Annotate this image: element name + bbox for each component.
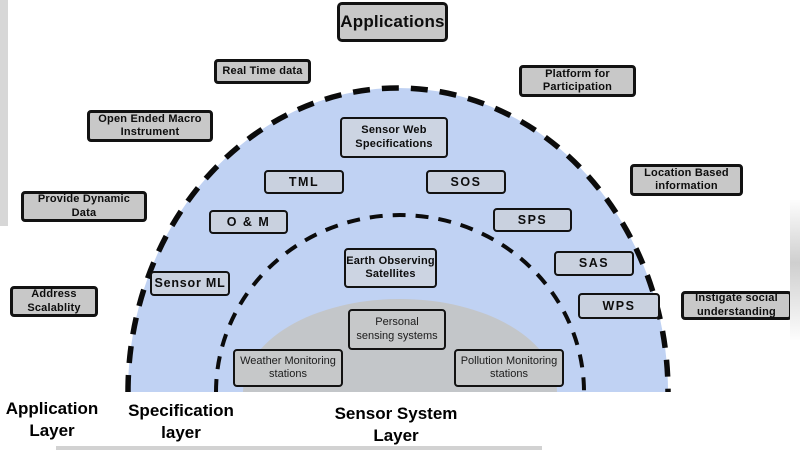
- box-applications: Applications: [337, 2, 448, 42]
- box-earth-observing-satellites: Earth Observing Satellites: [344, 248, 437, 288]
- caption-specification-layer: Specification layer: [128, 401, 234, 443]
- box-wps: WPS: [578, 293, 660, 319]
- box-address-scalability: Address Scalablity: [10, 286, 98, 317]
- box-provide-dynamic-data: Provide Dynamic Data: [21, 191, 147, 222]
- box-personal-sensing-systems: Personal sensing systems: [348, 309, 446, 350]
- outer-dome-fill: [128, 88, 668, 392]
- box-location-based-information: Location Based information: [630, 164, 743, 196]
- caption-application-layer: Application Layer: [5, 399, 99, 441]
- box-weather-monitoring-stations: Weather Monitoring stations: [233, 349, 343, 387]
- caption-sensor-system-layer: Sensor System Layer: [334, 404, 458, 446]
- box-sps: SPS: [493, 208, 572, 232]
- box-real-time-data: Real Time data: [214, 59, 311, 84]
- box-o-and-m: O & M: [209, 210, 288, 234]
- outer-dome-dashed-border: [125, 85, 671, 393]
- box-pollution-monitoring-stations: Pollution Monitoring stations: [454, 349, 564, 387]
- inner-dome-dashed-border: [214, 213, 586, 393]
- box-sensor-ml: Sensor ML: [150, 271, 230, 296]
- box-tml: TML: [264, 170, 344, 194]
- box-platform-for-participation: Platform for Participation: [519, 65, 636, 97]
- box-sos: SOS: [426, 170, 506, 194]
- box-sas: SAS: [554, 251, 634, 276]
- box-sensor-web-specifications: Sensor Web Specifications: [340, 117, 448, 158]
- box-open-ended-macro-instrument: Open Ended Macro Instrument: [87, 110, 213, 142]
- box-instigate-social-understanding: Instigate social understanding: [681, 291, 792, 320]
